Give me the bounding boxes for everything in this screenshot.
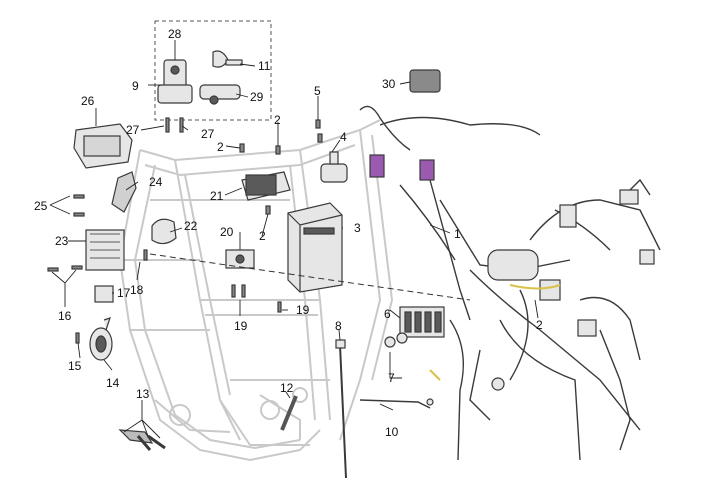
callout-14[interactable]: 14 — [106, 376, 120, 390]
cable-tie-part[interactable] — [335, 339, 347, 479]
leader-lines — [49, 40, 539, 439]
callout-30[interactable]: 30 — [382, 77, 396, 91]
flasher-part[interactable] — [151, 218, 177, 245]
nut-part[interactable] — [384, 332, 408, 348]
callout-2b[interactable]: 2 — [217, 140, 224, 154]
wiring-harness-part[interactable] — [359, 105, 661, 461]
callout-9[interactable]: 9 — [132, 79, 139, 93]
relay-part[interactable] — [94, 285, 114, 303]
callout-20[interactable]: 20 — [220, 225, 234, 239]
callout-22[interactable]: 22 — [184, 219, 198, 233]
callout-12[interactable]: 12 — [280, 381, 294, 395]
starter-relay-part[interactable] — [225, 249, 255, 269]
callout-4[interactable]: 4 — [340, 130, 347, 144]
callout-11[interactable]: 11 — [258, 59, 271, 73]
fuse-box-part[interactable] — [241, 171, 291, 201]
callout-21[interactable]: 21 — [210, 189, 224, 203]
callout-2c[interactable]: 2 — [259, 229, 266, 243]
callout-27a[interactable]: 27 — [126, 123, 140, 137]
callout-6[interactable]: 6 — [384, 307, 391, 321]
callout-10[interactable]: 10 — [385, 425, 399, 439]
horn-part[interactable] — [89, 317, 113, 361]
fuse-block-part[interactable] — [399, 306, 445, 338]
callout-2d[interactable]: 2 — [536, 318, 543, 332]
callout-25[interactable]: 25 — [34, 199, 48, 213]
sensor-part[interactable] — [320, 151, 348, 183]
callout-1[interactable]: 1 — [454, 227, 461, 241]
callout-24[interactable]: 24 — [149, 175, 163, 189]
key-part[interactable] — [212, 50, 243, 68]
relay-bracket-part[interactable] — [111, 171, 137, 213]
callout-7[interactable]: 7 — [388, 371, 395, 385]
callout-16[interactable]: 16 — [58, 309, 72, 323]
callout-13[interactable]: 13 — [136, 387, 150, 401]
harness-connectors — [369, 154, 655, 391]
lock-cylinder-part[interactable] — [199, 84, 241, 105]
callout-3[interactable]: 3 — [354, 221, 361, 235]
earth-cable-part[interactable] — [359, 398, 434, 409]
callout-27b[interactable]: 27 — [201, 127, 215, 141]
battery-part[interactable] — [287, 202, 343, 293]
ignition-switch-part[interactable] — [157, 59, 193, 104]
callout-18[interactable]: 18 — [130, 283, 144, 297]
callout-19b[interactable]: 19 — [296, 303, 310, 317]
clamp-part[interactable] — [118, 429, 166, 451]
callout-28[interactable]: 28 — [168, 27, 182, 41]
callout-labels: 1 2 2 2 2 3 4 5 6 7 8 9 10 11 12 13 14 1… — [34, 27, 543, 439]
screw-parts[interactable] — [47, 117, 323, 344]
callout-2a[interactable]: 2 — [274, 113, 281, 127]
regulator-part[interactable] — [85, 229, 125, 271]
callout-5[interactable]: 5 — [314, 84, 321, 98]
callout-29[interactable]: 29 — [250, 90, 264, 104]
alignment-dash — [149, 253, 471, 301]
connector-cap-part[interactable] — [409, 69, 441, 93]
callout-19a[interactable]: 19 — [234, 319, 248, 333]
callout-17[interactable]: 17 — [117, 286, 131, 300]
clip-part[interactable] — [280, 395, 298, 431]
ecu-part[interactable] — [73, 123, 133, 169]
callout-23[interactable]: 23 — [55, 234, 69, 248]
callout-15[interactable]: 15 — [68, 359, 82, 373]
motorcycle-frame — [118, 119, 394, 462]
callout-8[interactable]: 8 — [335, 319, 342, 333]
ignition-group-box — [154, 20, 272, 121]
callout-26[interactable]: 26 — [81, 94, 95, 108]
